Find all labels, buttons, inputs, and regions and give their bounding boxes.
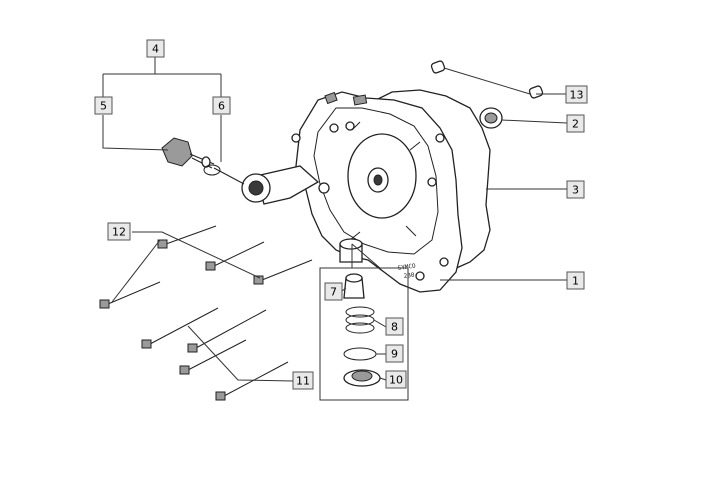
callout-11: 11: [292, 371, 314, 390]
callout-10-label: 10: [389, 374, 403, 387]
callout-9-label: 9: [391, 348, 398, 361]
dipstick: [161, 137, 245, 185]
callout-9: 9: [385, 344, 404, 363]
oil-seal: [479, 107, 503, 129]
callout-1-label: 1: [572, 275, 579, 288]
callout-10: 10: [385, 370, 407, 389]
callout-8: 8: [385, 317, 404, 336]
dowel-pins: [430, 60, 544, 99]
callout-8-label: 8: [391, 321, 398, 334]
callout-4: 4: [146, 39, 165, 58]
callout-12-label: 12: [112, 226, 126, 239]
callout-13-label: 13: [570, 89, 584, 102]
callout-6: 6: [212, 96, 231, 115]
cover-stamp-line1: SYMCO: [397, 262, 416, 271]
callout-2-label: 2: [572, 118, 579, 131]
callout-11-label: 11: [296, 375, 310, 388]
callout-2: 2: [566, 114, 585, 133]
callout-6-label: 6: [218, 100, 225, 113]
housing-hub-center: [373, 174, 383, 186]
crankcase-cover: SYMCO 230: [241, 89, 491, 293]
strainer-assembly: [319, 267, 409, 401]
cover-inner-face: [313, 107, 439, 255]
callout-3: 3: [566, 180, 585, 199]
callout-13: 13: [565, 85, 588, 104]
cover-stamp-line2: 230: [403, 271, 415, 279]
callout-4-label: 4: [152, 43, 159, 56]
callout-7-label: 7: [330, 286, 337, 299]
callout-5-label: 5: [100, 100, 107, 113]
callout-3-label: 3: [572, 184, 579, 197]
callout-1: 1: [566, 271, 585, 290]
callout-12: 12: [107, 222, 131, 241]
assembly-frame: [319, 267, 409, 401]
callout-7: 7: [324, 282, 343, 301]
bolts: [99, 225, 313, 401]
leader-lines: [102, 57, 568, 382]
o-ring: [203, 164, 221, 176]
callout-5: 5: [94, 96, 113, 115]
